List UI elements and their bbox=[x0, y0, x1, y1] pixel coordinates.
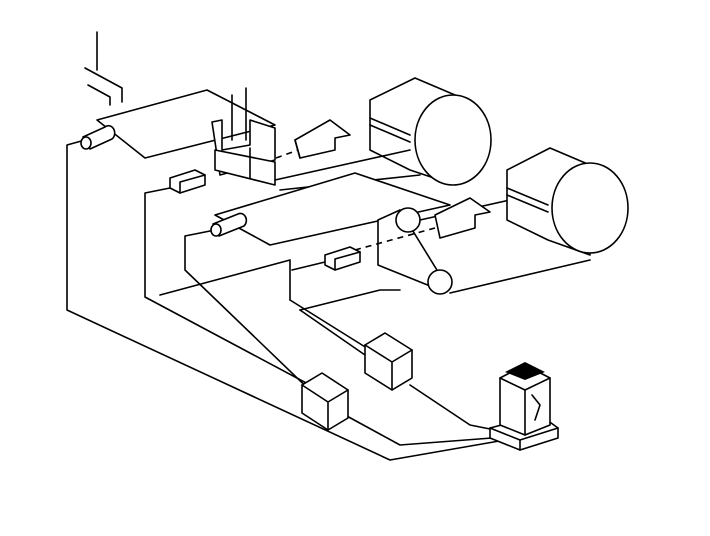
detector-upper-right bbox=[275, 119, 351, 159]
lower-web-sheet bbox=[214, 172, 451, 246]
signal-wires bbox=[66, 139, 506, 461]
frame-fragment bbox=[84, 31, 123, 106]
light-source-lower bbox=[210, 212, 248, 237]
guide-roller-lower bbox=[427, 269, 453, 295]
roll-upper bbox=[274, 77, 492, 191]
controller-unit bbox=[489, 362, 559, 451]
roll-lower bbox=[506, 147, 629, 256]
amplifier-box-right bbox=[364, 332, 413, 391]
web-loop bbox=[377, 199, 591, 295]
guide-roller-upper bbox=[395, 207, 421, 233]
light-source-upper bbox=[80, 124, 116, 150]
amplifier-box-left bbox=[301, 372, 349, 431]
sensor-middle bbox=[324, 246, 361, 271]
detector-lower-right bbox=[354, 197, 491, 251]
vertical-guide bbox=[211, 87, 276, 186]
upper-web-sheet bbox=[96, 89, 276, 159]
sensor-left-upper bbox=[169, 169, 206, 194]
